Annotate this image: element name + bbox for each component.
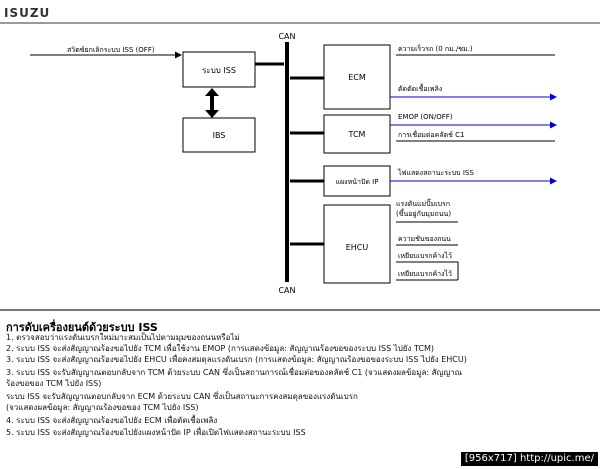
- tcm-box: [323, 114, 391, 154]
- step-line: (จวแสดงผลข้อมูล: สัญญาณร้องขอของ TCM ไปย…: [6, 403, 199, 412]
- can-label: CAN: [278, 32, 295, 41]
- step-line: ร้องขอของ TCM ไปยัง ISS): [6, 379, 102, 388]
- iss-ibs-arrow-up: [205, 88, 219, 96]
- iss-system-box: [182, 51, 256, 88]
- steps-title: การดับเครื่องยนต์ด้วยระบบ ISS: [6, 321, 158, 334]
- step-line: 3. ระบบ ISS จะส่งสัญญาณร้องขอไปยัง EHCU …: [6, 355, 467, 364]
- step-line: 2. ระบบ ISS จะส่งสัญญาณร้องขอไปยัง TCM เ…: [6, 344, 434, 353]
- road-slope-label: ความชันของถนน: [398, 235, 451, 243]
- step-line: 1. ตรวจสอบว่าแรงดันเบรกใหม่มาะสมเป็นไปตา…: [6, 333, 240, 342]
- ecm-box: [323, 44, 391, 110]
- brake-hold-label-1: เหยียบเบรกค้างไว้: [398, 251, 452, 260]
- section-divider: [0, 309, 600, 311]
- iss-can-diagram: CAN CAN ระบบ ISS IBS สวิตซ์ยกเลิกระบบ IS…: [30, 32, 557, 295]
- fuel-cutoff-label: ตัดตัดเชื้อเพลิง: [398, 82, 442, 93]
- step-line: ระบบ ISS จะรับสัญญาณตอบกลับจาก ECM ด้วยร…: [6, 392, 358, 401]
- dashboard-ip-label: แผงหน้าปัด IP: [336, 178, 379, 186]
- iss-system-label: ระบบ ISS: [202, 66, 236, 75]
- clutch-c1-label: การเชื่อมต่อคลัตช์ C1: [398, 130, 464, 139]
- isuzu-logo: ISUZU: [4, 6, 51, 20]
- ibs-box: [182, 117, 256, 153]
- ehcu-label: EHCU: [346, 243, 369, 252]
- footer-bar: [0, 448, 600, 469]
- ecm-label: ECM: [348, 73, 366, 82]
- vehicle-speed-label: ความเร็วรถ (0 กม./ชม.): [398, 44, 473, 53]
- ehcu-box: [323, 204, 391, 284]
- ibs-label: IBS: [213, 131, 226, 140]
- can-label-bottom: CAN: [278, 286, 295, 295]
- upic-watermark: [956x717] http://upic.me/: [460, 452, 598, 466]
- brake-pressure-label-1: แรงดันแม่ปั๊มเบรก: [396, 198, 450, 208]
- dashboard-ip-box: [323, 165, 391, 197]
- tcm-label: TCM: [348, 130, 366, 139]
- header-divider: [0, 22, 600, 24]
- step-line: 5. ระบบ ISS จะส่งสัญญาณร้องขอไปยังแผงหน้…: [6, 428, 306, 437]
- emop-label: EMOP (ON/OFF): [398, 113, 453, 121]
- brake-hold-label-2: เหยียบเบรกค้างไว้: [398, 269, 452, 278]
- step-line: 3. ระบบ ISS จะรับสัญญาณตอบกลับจาก TCM ด้…: [6, 368, 463, 377]
- step-line: 4. ระบบ ISS จะส่งสัญญาณร้องขอไปยัง ECM เ…: [6, 416, 218, 425]
- iss-ibs-arrow-down: [205, 110, 219, 118]
- iss-status-lamp-label: ไฟแสดงสถานะระบบ ISS: [397, 168, 474, 177]
- iss-off-switch-label: สวิตซ์ยกเลิกระบบ ISS (OFF): [67, 46, 155, 54]
- brake-pressure-label-2: (ขึ้นอยู่กับมุมถนน): [396, 207, 451, 218]
